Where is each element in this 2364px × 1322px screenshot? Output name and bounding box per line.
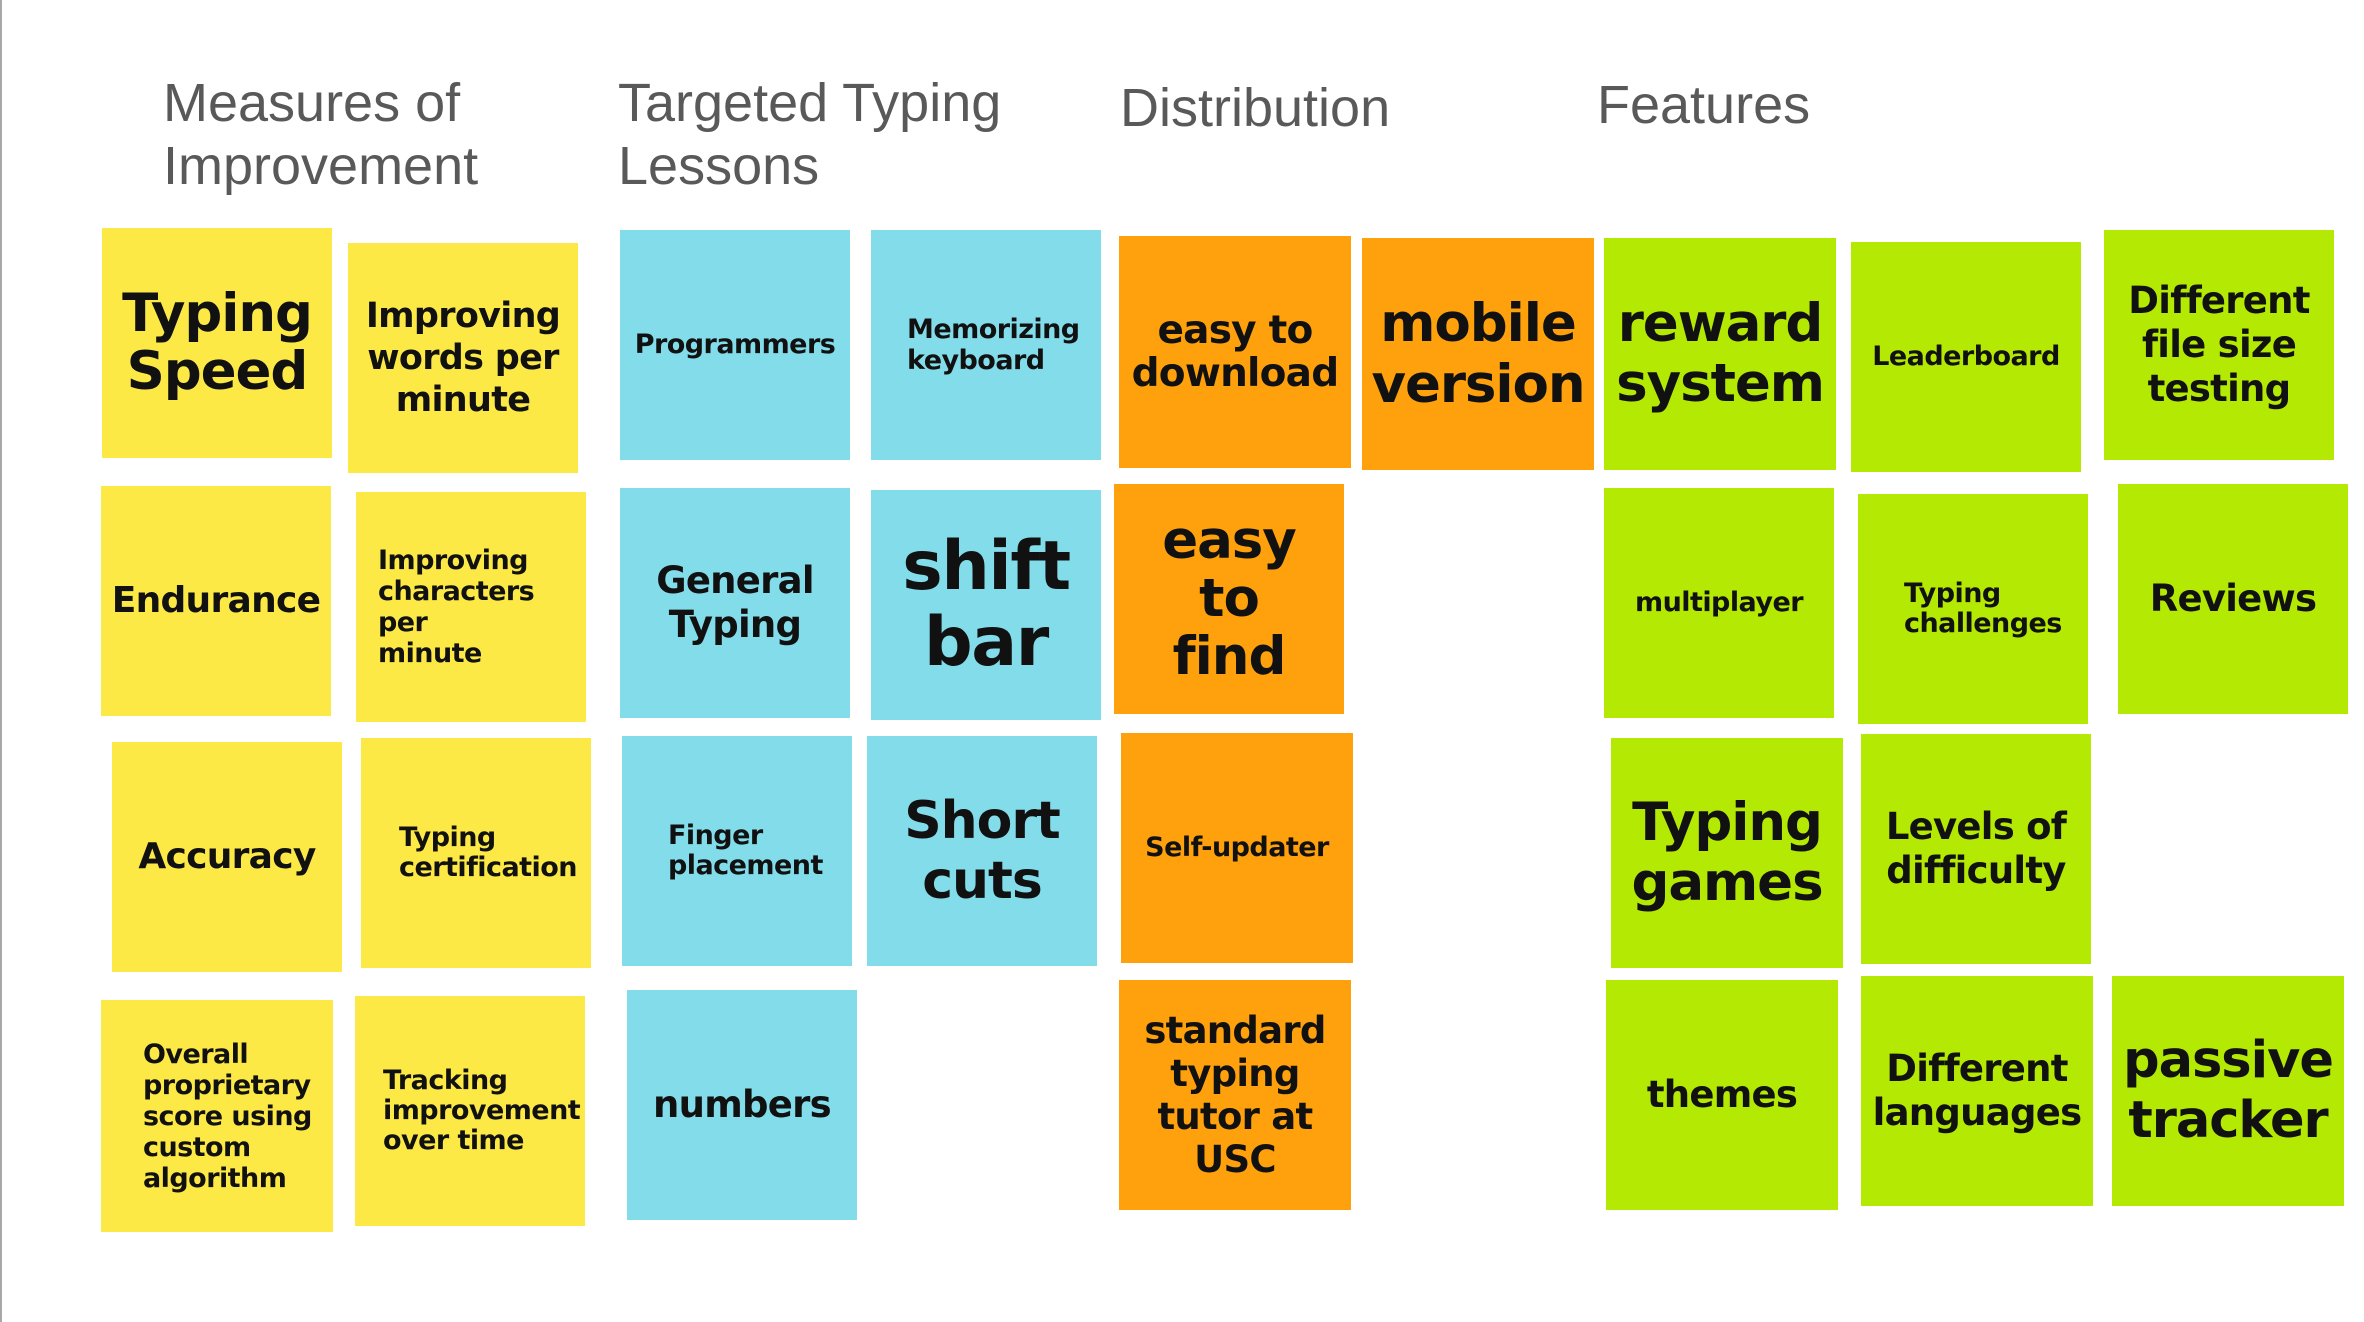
sticky-note-tracking-improvement: Tracking improvement over time xyxy=(355,996,585,1226)
sticky-note-standard-typing-tutor: standard typing tutor at USC xyxy=(1119,980,1351,1210)
sticky-note-easy-to-download: easy to download xyxy=(1119,236,1351,468)
sticky-note-general-typing: General Typing xyxy=(620,488,850,718)
sticky-note-typing-certification: Typing certification xyxy=(361,738,591,968)
sticky-note-endurance: Endurance xyxy=(101,486,331,716)
sticky-note-typing-games: Typing games xyxy=(1611,738,1843,968)
sticky-note-overall-score: Overall proprietary score using custom a… xyxy=(101,1000,333,1232)
sticky-note-easy-to-find: easy to find xyxy=(1114,484,1344,714)
sticky-note-programmers: Programmers xyxy=(620,230,850,460)
sticky-note-finger-placement: Finger placement xyxy=(622,736,852,966)
sticky-note-themes: themes xyxy=(1606,980,1838,1210)
heading-distribution: Distribution xyxy=(1120,78,1391,138)
sticky-note-short-cuts: Short cuts xyxy=(867,736,1097,966)
heading-targeted-typing-lessons: Targeted Typing Lessons xyxy=(618,73,1002,196)
sticky-note-leaderboard: Leaderboard xyxy=(1851,242,2081,472)
sticky-note-different-languages: Different languages xyxy=(1861,976,2093,1206)
sticky-note-accuracy: Accuracy xyxy=(112,742,342,972)
sticky-note-reviews: Reviews xyxy=(2118,484,2348,714)
sticky-note-passive-tracker: passive tracker xyxy=(2112,976,2344,1206)
sticky-note-improving-cpm: Improving characters per minute xyxy=(356,492,586,722)
sticky-note-shift-bar: shift bar xyxy=(871,490,1101,720)
sticky-note-memorizing-keyboard: Memorizing keyboard xyxy=(871,230,1101,460)
sticky-note-numbers: numbers xyxy=(627,990,857,1220)
sticky-note-multiplayer: multiplayer xyxy=(1604,488,1834,718)
sticky-note-improving-wpm: Improving words per minute xyxy=(348,243,578,473)
sticky-note-levels-of-difficulty: Levels of difficulty xyxy=(1861,734,2091,964)
sticky-note-mobile-version: mobile version xyxy=(1362,238,1594,470)
sticky-note-typing-challenges: Typing challenges xyxy=(1858,494,2088,724)
sticky-note-different-file-size: Different file size testing xyxy=(2104,230,2334,460)
heading-measures-of-improvement: Measures of Improvement xyxy=(163,73,479,196)
heading-features: Features xyxy=(1597,75,1811,135)
sticky-note-typing-speed: Typing Speed xyxy=(102,228,332,458)
left-edge-line xyxy=(0,0,2,1322)
sticky-note-reward-system: reward system xyxy=(1604,238,1836,470)
sticky-note-self-updater: Self-updater xyxy=(1121,733,1353,963)
